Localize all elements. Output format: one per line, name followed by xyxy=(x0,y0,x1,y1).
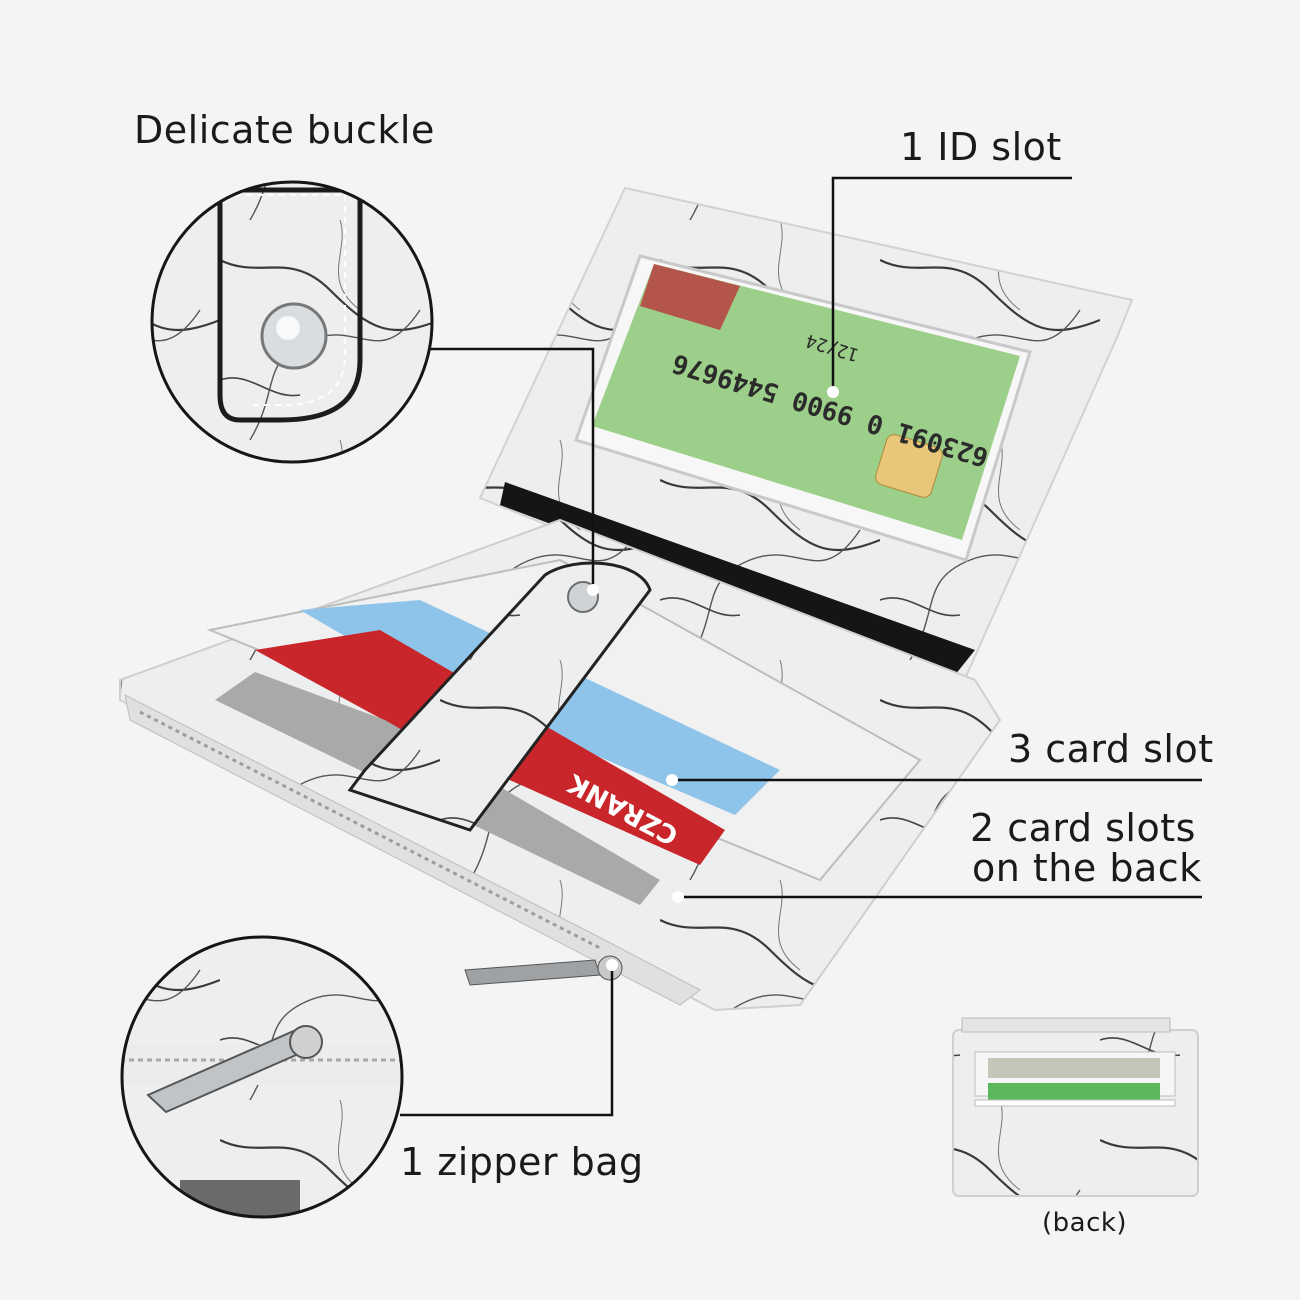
back-caption: (back) xyxy=(1042,1208,1128,1238)
id-slot-label: 1 ID slot xyxy=(900,125,1062,169)
buckle-detail-circle xyxy=(150,180,434,464)
buckle-label: Delicate buckle xyxy=(134,108,435,152)
chip-icon xyxy=(875,434,943,498)
leader-buckle xyxy=(430,347,595,590)
back-view-thumbnail xyxy=(952,1017,1199,1197)
leader-lines xyxy=(400,176,1202,1117)
strap xyxy=(347,561,652,832)
leader-id-slot xyxy=(831,176,1072,392)
card-slot-label: 3 card slot xyxy=(1008,727,1214,771)
wallet-top-panel: 623091 0 9900 5449676 12/24 xyxy=(478,186,1134,692)
zipper-pull-icon xyxy=(464,959,601,986)
zipper-detail-circle xyxy=(120,935,404,1219)
back-slots-label-line2: on the back xyxy=(972,846,1202,890)
leader-zipper xyxy=(400,965,614,1117)
wallet-bottom-panel: CZRANK xyxy=(119,518,1002,1012)
back-slots-label-line1: 2 card slots xyxy=(970,806,1196,850)
zipper-label: 1 zipper bag xyxy=(400,1140,644,1184)
